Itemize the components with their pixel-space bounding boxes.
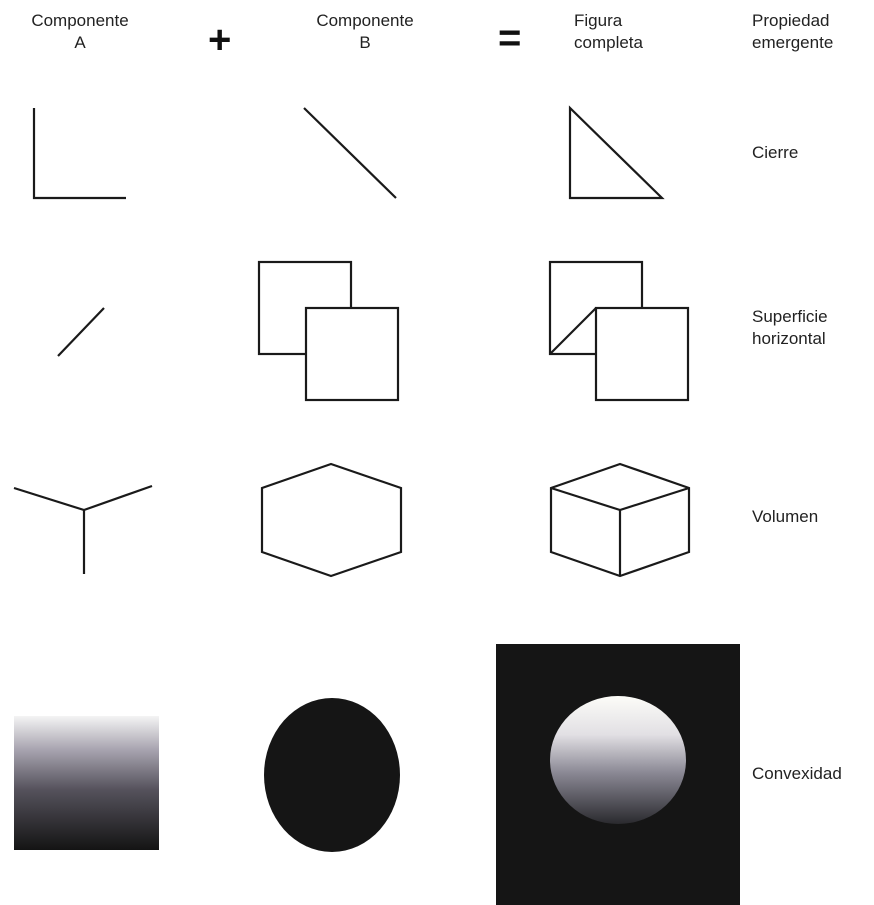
row-surface-component-b [259, 262, 398, 400]
property-label-closure: Cierre [752, 142, 798, 164]
property-label-horizontal-surface: Superficie horizontal [752, 306, 828, 350]
row-surface-complete-figure [550, 262, 688, 400]
row-closure-component-b [304, 108, 396, 198]
row-convexity-component-a-gradient [14, 716, 159, 850]
row-convexity-component-b-disc [264, 698, 400, 852]
row-convexity-complete-figure [496, 644, 740, 905]
property-label-convexity: Convexidad [752, 763, 842, 785]
row-closure-component-a [34, 108, 126, 198]
row-volume-component-a [14, 486, 152, 574]
row-closure-complete-triangle [570, 108, 662, 198]
row-surface-component-a [58, 308, 104, 356]
property-label-volume: Volumen [752, 506, 818, 528]
row-volume-component-b-hexagon [262, 464, 401, 576]
row-volume-complete-cube [551, 464, 689, 576]
